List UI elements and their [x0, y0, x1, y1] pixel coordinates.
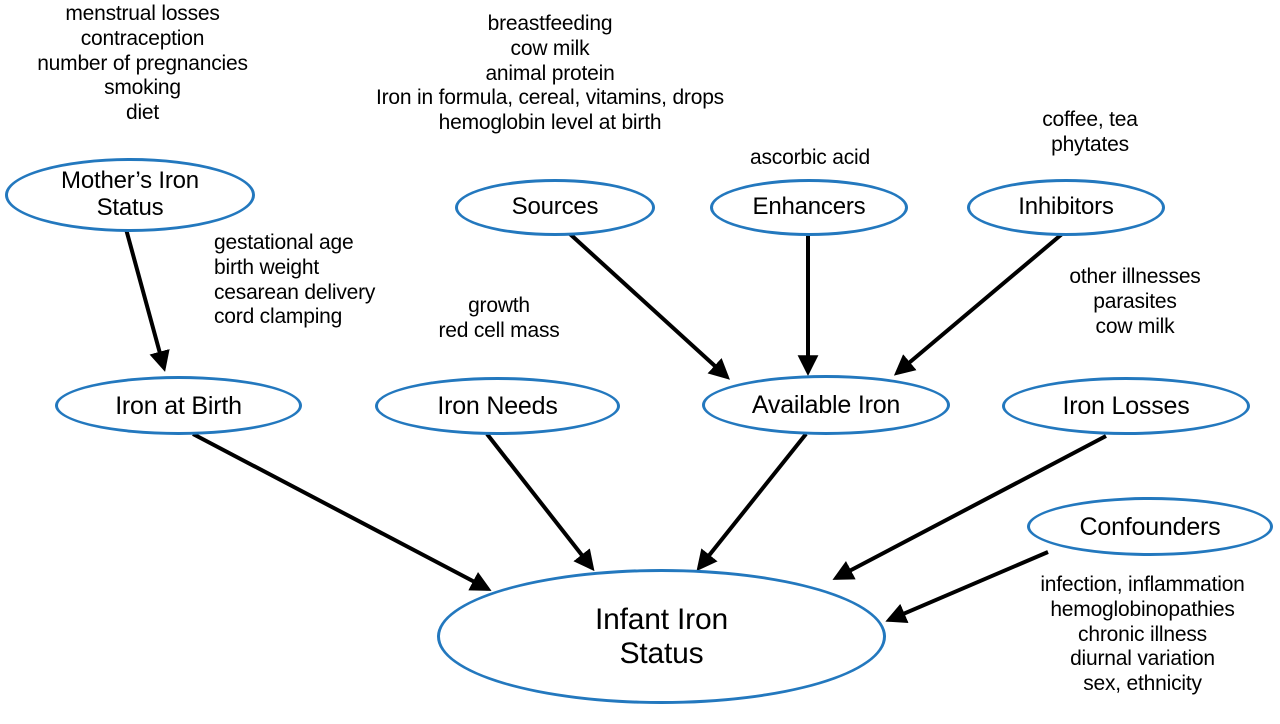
- annotation-inhibitors-factors: coffee, tea phytates: [1042, 108, 1138, 156]
- edge-mothers-iron-status-to-iron-at-birth: [124, 228, 170, 372]
- node-available-iron-label: Available Iron: [751, 391, 901, 419]
- node-iron-losses[interactable]: Iron Losses: [1002, 377, 1250, 435]
- node-iron-at-birth[interactable]: Iron at Birth: [55, 376, 302, 435]
- annotation-iron-losses-factors: other illnesses parasites cow milk: [1069, 265, 1201, 338]
- annotation-confounders-factors: infection, inflammation hemoglobinopathi…: [1040, 573, 1245, 696]
- node-sources-label: Sources: [511, 193, 599, 221]
- annotation-sources-factors: breastfeeding cow milk animal protein Ir…: [376, 12, 724, 135]
- annotation-mothers-iron-status-factors: menstrual losses contraception number of…: [37, 2, 248, 125]
- node-iron-needs[interactable]: Iron Needs: [375, 377, 620, 435]
- node-enhancers-label: Enhancers: [752, 193, 866, 221]
- node-available-iron[interactable]: Available Iron: [702, 375, 950, 435]
- node-iron-needs-label: Iron Needs: [437, 392, 558, 420]
- node-sources[interactable]: Sources: [455, 179, 655, 236]
- node-infant-iron-status[interactable]: Infant Iron Status: [437, 569, 886, 704]
- node-inhibitors[interactable]: Inhibitors: [967, 179, 1165, 236]
- node-mothers-iron-status[interactable]: Mother’s Iron Status: [5, 158, 255, 232]
- node-infant-iron-status-label: Infant Iron Status: [595, 602, 728, 670]
- edge-iron-at-birth-to-infant-iron-status: [192, 432, 492, 591]
- node-confounders[interactable]: Confounders: [1027, 497, 1273, 556]
- annotation-iron-needs-factors: growth red cell mass: [438, 294, 560, 342]
- node-iron-losses-label: Iron Losses: [1062, 392, 1190, 420]
- annotation-iron-at-birth-factors: gestational age birth weight cesarean de…: [214, 231, 376, 329]
- edge-available-iron-to-infant-iron-status: [696, 432, 808, 572]
- node-confounders-label: Confounders: [1079, 512, 1221, 541]
- node-enhancers[interactable]: Enhancers: [710, 179, 908, 236]
- edge-iron-needs-to-infant-iron-status: [485, 432, 595, 572]
- node-inhibitors-label: Inhibitors: [1018, 193, 1114, 221]
- node-iron-at-birth-label: Iron at Birth: [115, 391, 242, 420]
- annotation-enhancers-factors: ascorbic acid: [750, 146, 870, 169]
- node-mothers-iron-status-label: Mother’s Iron Status: [61, 167, 199, 221]
